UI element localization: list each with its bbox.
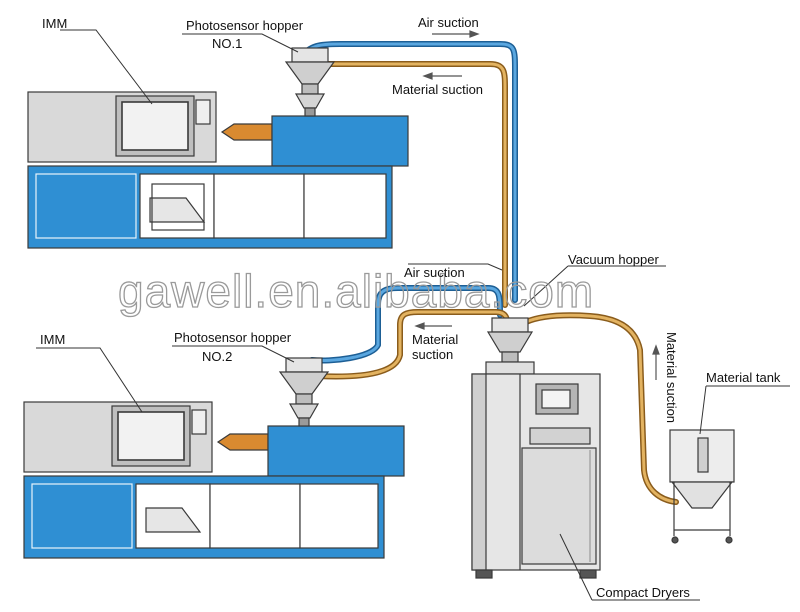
- leader-lines: [36, 29, 790, 601]
- air-suction-label-1: Air suction: [418, 15, 479, 30]
- photosensor-hopper-1: [284, 47, 336, 117]
- imm-1-injection-unit: [271, 115, 409, 167]
- photosensor-hopper-2: [278, 357, 330, 427]
- imm-1-screen: [121, 101, 189, 151]
- compact-dryer: [471, 361, 601, 579]
- material-tank-label: Material tank: [706, 370, 781, 385]
- photosensor-hopper-2-title: Photosensor hopper: [174, 330, 292, 345]
- photosensor-hopper-2-number: NO.2: [202, 349, 232, 364]
- vacuum-hopper: [486, 317, 534, 363]
- material-suction-label-2-line1: Material: [412, 332, 458, 347]
- imm-2: [23, 401, 405, 559]
- imm-2-nozzle: [216, 433, 269, 451]
- imm-2-injection-unit: [267, 425, 405, 477]
- air-suction-label-2: Air suction: [404, 265, 465, 280]
- imm-1-nozzle: [220, 123, 273, 141]
- imm-1-label: IMM: [42, 16, 67, 31]
- flow-arrows: [414, 30, 660, 380]
- material-suction-vertical-label: Material suction: [664, 332, 679, 423]
- material-suction-label-1: Material suction: [392, 82, 483, 97]
- imm-2-label: IMM: [40, 332, 65, 347]
- photosensor-hopper-1-title: Photosensor hopper: [186, 18, 304, 33]
- material-suction-label-2-line2: suction: [412, 347, 453, 362]
- material-tank: [669, 429, 735, 544]
- vacuum-hopper-label: Vacuum hopper: [568, 252, 659, 267]
- imm-2-screen: [117, 411, 185, 461]
- imm-1: [27, 91, 409, 249]
- photosensor-hopper-1-number: NO.1: [212, 36, 242, 51]
- watermark: gawell.en.alibaba.com: [118, 265, 594, 317]
- compact-dryers-label: Compact Dryers: [596, 585, 690, 600]
